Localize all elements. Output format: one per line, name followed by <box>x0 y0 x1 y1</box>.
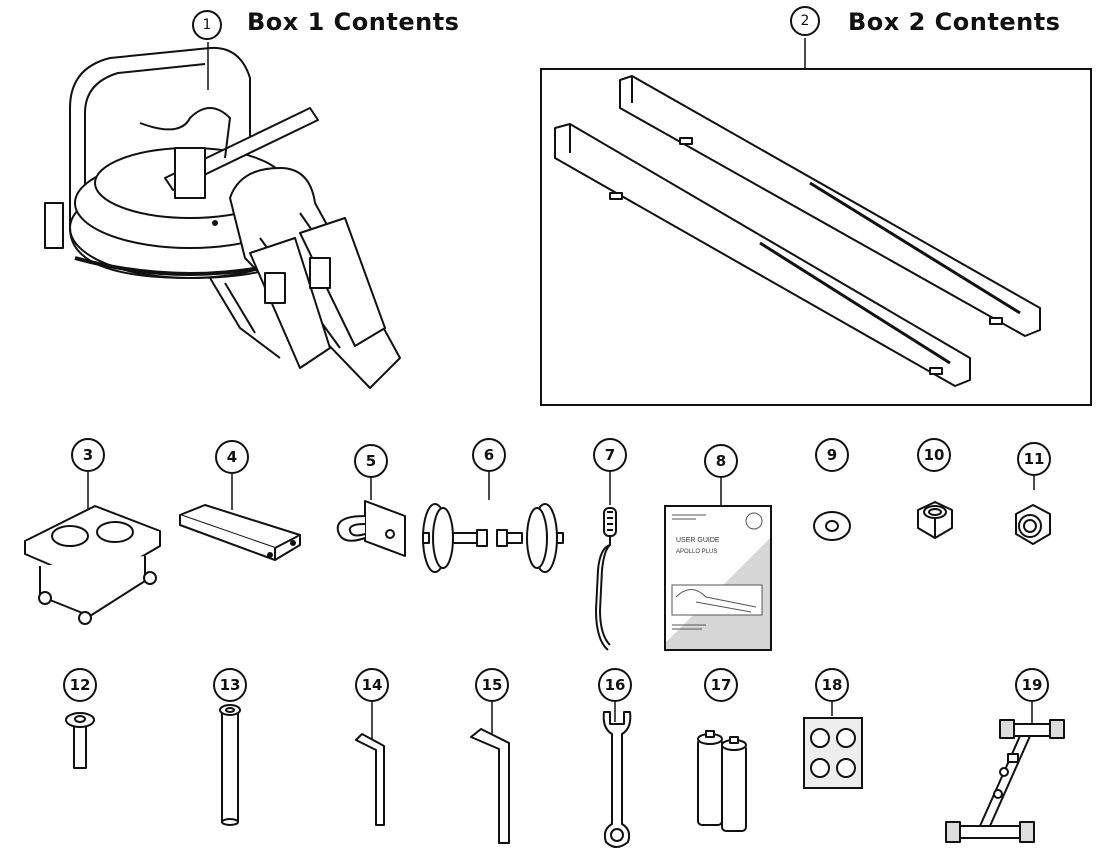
guide-model: APOLLO PLUS <box>676 549 718 555</box>
box-1-callout: 1 <box>192 10 222 40</box>
lock-nut-icon <box>1015 504 1051 545</box>
part-3-callout: 3 <box>71 438 105 472</box>
spanner-icon <box>602 711 632 848</box>
part-11-callout: 11 <box>1017 442 1051 476</box>
part-4-callout: 4 <box>215 440 249 474</box>
part-5-callout: 5 <box>354 444 388 478</box>
stand-frame-icon <box>945 719 1065 843</box>
box-2-callout: 2 <box>790 6 820 36</box>
long-bolt-icon <box>219 704 241 826</box>
washer-icon <box>813 511 851 541</box>
part-6-callout: 6 <box>472 438 506 472</box>
part-17-callout: 17 <box>704 668 738 702</box>
cable-icon <box>595 507 617 651</box>
guide-title: USER GUIDE <box>676 537 720 544</box>
part-9-callout: 9 <box>815 438 849 472</box>
batteries-icon <box>697 730 747 832</box>
box-1-title: Box 1 Contents <box>247 8 460 36</box>
box-2-frame <box>540 68 1092 406</box>
part-18-callout: 18 <box>815 668 849 702</box>
bracket-icon <box>179 504 301 561</box>
rower-main-frame-icon <box>44 46 401 389</box>
large-allen-key-icon <box>470 728 510 844</box>
part-16-callout: 16 <box>598 668 632 702</box>
part-12-callout: 12 <box>63 668 97 702</box>
part-19-callout: 19 <box>1015 668 1049 702</box>
part-10-callout: 10 <box>917 438 951 472</box>
footplate-hook-icon <box>336 500 406 557</box>
part-8-callout: 8 <box>704 444 738 478</box>
nut-icon <box>917 501 953 539</box>
wheel-assembly-icon <box>422 503 564 573</box>
part-13-callout: 13 <box>213 668 247 702</box>
pads-sheet-icon <box>803 717 863 789</box>
user-guide-icon: USER GUIDE APOLLO PLUS <box>664 505 772 651</box>
seat-icon <box>24 505 161 625</box>
box-2-title: Box 2 Contents <box>848 8 1061 36</box>
small-allen-key-icon <box>355 733 385 826</box>
part-15-callout: 15 <box>475 668 509 702</box>
rail-pair-icon <box>554 75 1041 387</box>
part-14-callout: 14 <box>355 668 389 702</box>
part-7-callout: 7 <box>593 438 627 472</box>
bolt-icon <box>65 712 95 769</box>
